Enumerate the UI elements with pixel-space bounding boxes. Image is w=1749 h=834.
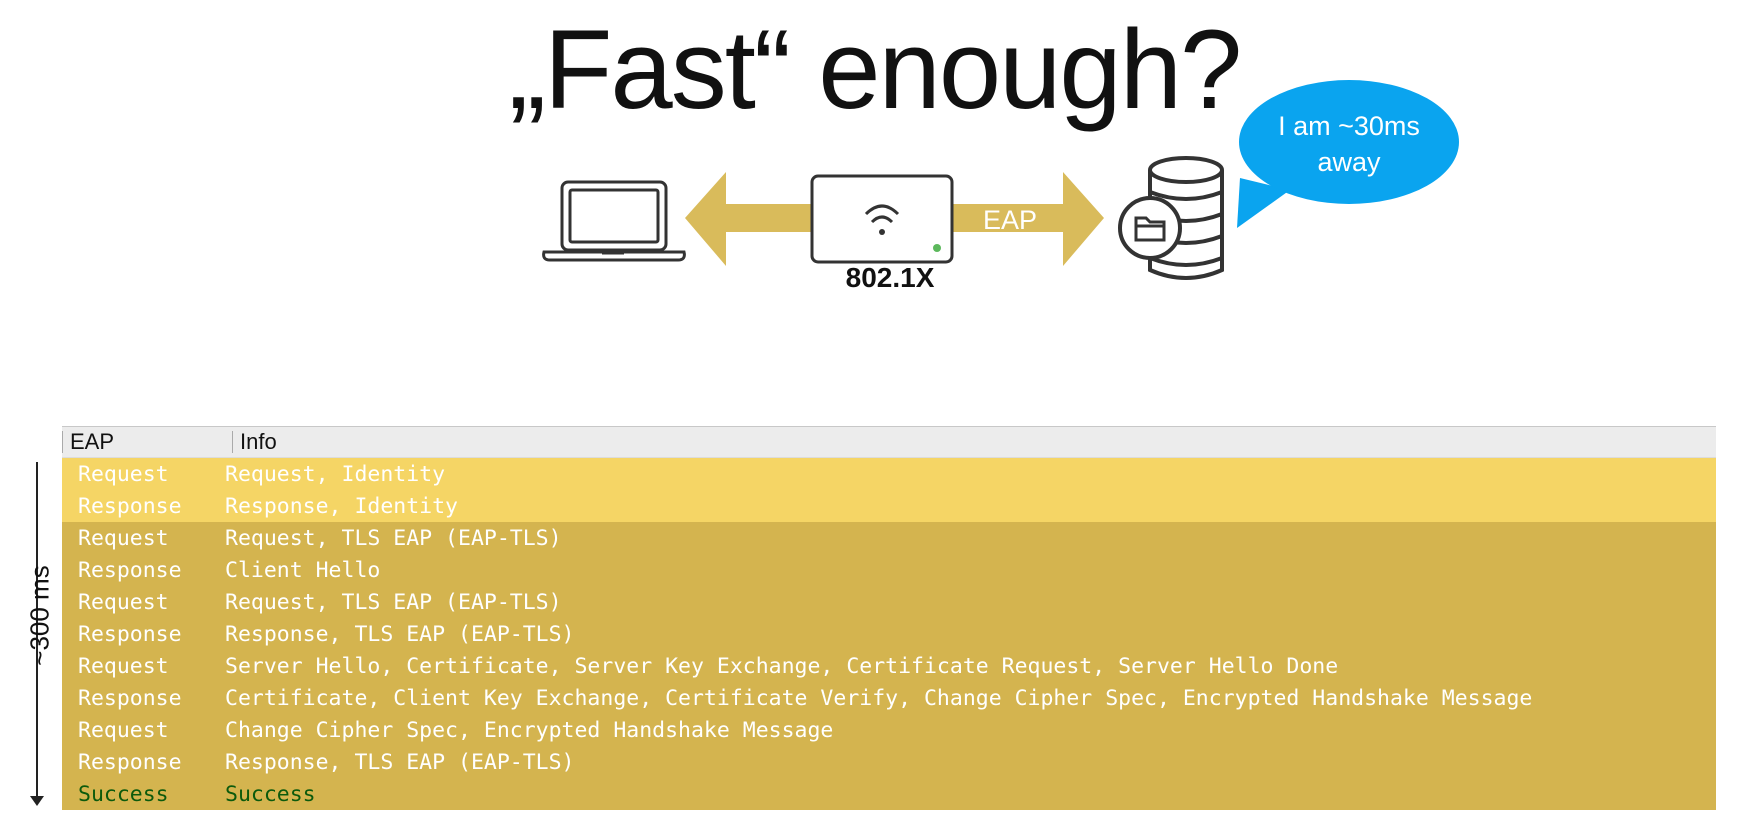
cell-eap: Request [78,589,169,615]
table-row[interactable]: Request Request, TLS EAP (EAP-TLS) [62,522,1716,554]
latency-callout-line-1: I am ~30ms [1278,111,1420,141]
table-row[interactable]: Request Server Hello, Certificate, Server… [62,650,1716,682]
table-row[interactable]: Response Client Hello [62,554,1716,586]
table-row[interactable]: Request Request, TLS EAP (EAP-TLS) [62,586,1716,618]
table-row[interactable]: Response Certificate, Client Key Exchange… [62,682,1716,714]
folder-badge-icon [1118,196,1182,260]
cell-eap: Request [78,717,169,743]
cell-info: Request, TLS EAP (EAP-TLS) [225,525,562,551]
timeline-line [36,462,38,800]
speech-bubble [1237,80,1459,228]
timeline-arrowhead [30,796,44,806]
cell-eap: Request [78,653,169,679]
server-database-icon [1148,156,1224,280]
left-arrow [685,172,812,266]
cell-info: Request, Identity [225,461,446,487]
cell-eap: Response [78,621,182,647]
table-row[interactable]: Success Success [62,778,1716,810]
laptop-icon [542,180,686,262]
column-header-eap[interactable]: EAP [62,429,232,455]
cell-info: Client Hello [225,557,381,583]
cell-info: Request, TLS EAP (EAP-TLS) [225,589,562,615]
network-diagram [542,80,1459,280]
table-row[interactable]: Request Change Cipher Spec, Encrypted Han… [62,714,1716,746]
eap-arrow [952,172,1104,266]
access-point-label: 802.1X [845,262,935,293]
cell-eap: Response [78,685,182,711]
table-header: EAP Info [62,426,1716,458]
table-row[interactable]: Response Response, TLS EAP (EAP-TLS) [62,746,1716,778]
cell-eap: Response [78,749,182,775]
table-row[interactable]: Request Request, Identity [62,458,1716,490]
latency-callout-line-2: away [1317,147,1381,177]
cell-eap: Response [78,557,182,583]
cell-eap: Request [78,461,169,487]
timeline-label: ~300 ms [24,565,55,666]
cell-info: Response, Identity [225,493,458,519]
eap-arrow-label: EAP [982,205,1038,235]
cell-eap: Success [78,781,169,807]
cell-eap: Request [78,525,169,551]
cell-info: Certificate, Client Key Exchange, Certif… [225,685,1533,711]
cell-info: Response, TLS EAP (EAP-TLS) [225,749,575,775]
cell-info: Server Hello, Certificate, Server Key Ex… [225,653,1339,679]
column-header-info[interactable]: Info [232,429,277,455]
table-row[interactable]: Response Response, TLS EAP (EAP-TLS) [62,618,1716,650]
cell-eap: Response [78,493,182,519]
cell-info: Success [225,781,316,807]
access-point-icon [810,174,954,264]
latency-callout: I am ~30ms away [1244,108,1454,180]
cell-info: Response, TLS EAP (EAP-TLS) [225,621,575,647]
cell-info: Change Cipher Spec, Encrypted Handshake … [225,717,834,743]
table-row[interactable]: Response Response, Identity [62,490,1716,522]
slide-title: „Fast“ enough? [508,7,1243,132]
